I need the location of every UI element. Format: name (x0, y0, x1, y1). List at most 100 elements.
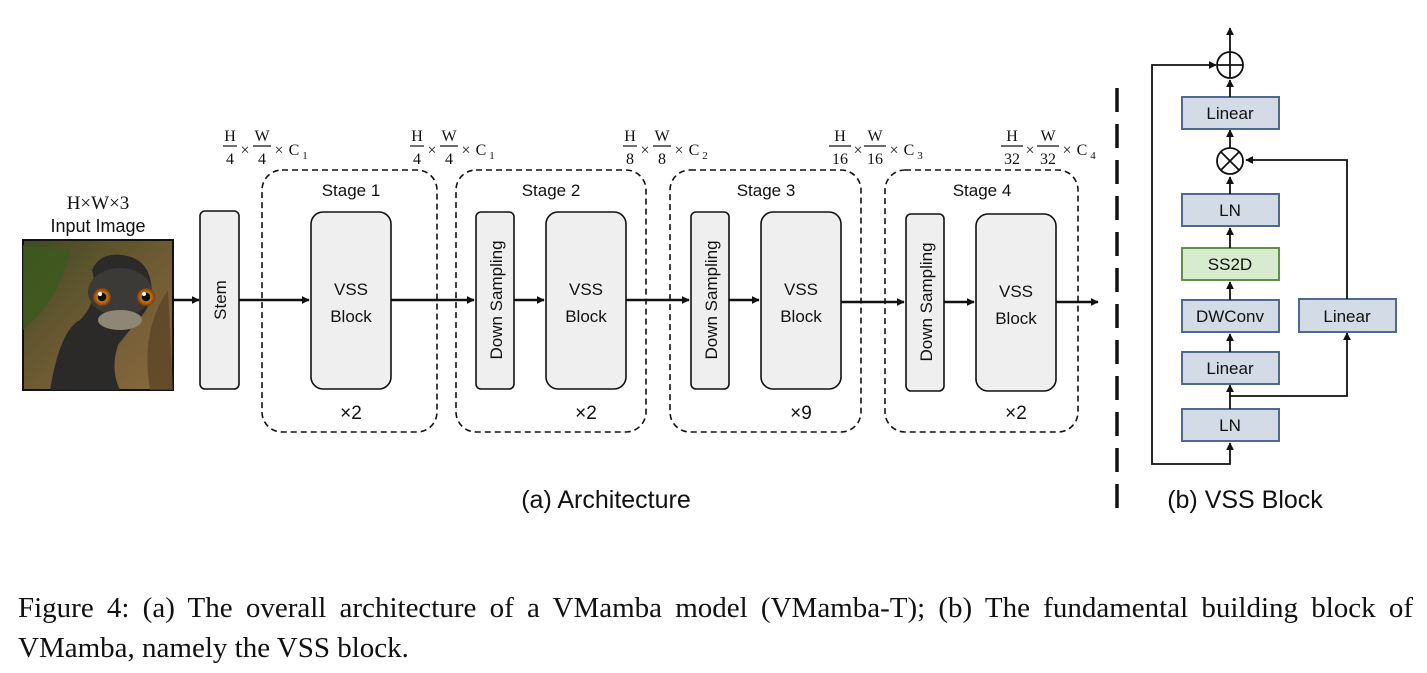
stage-2-title: Stage 2 (522, 181, 581, 200)
svg-text:×: × (240, 142, 249, 159)
svg-text:H: H (411, 128, 423, 145)
input-size-label: H×W×3 (67, 193, 130, 214)
svg-text:×: × (274, 142, 283, 159)
multiply-icon (1216, 147, 1244, 175)
stage-4: Stage 4 Down Sampling VSS Block ×2 (884, 169, 1079, 433)
stem-label: Stem (211, 280, 230, 320)
linear-top-label: Linear (1206, 104, 1254, 123)
dim-label-2: H 4 × W 4 × C 1 (410, 128, 495, 168)
dwconv-label: DWConv (1196, 307, 1265, 326)
stage-4-repeat: ×2 (1005, 403, 1027, 424)
stage-4-vss-label-line1: VSS (999, 282, 1033, 301)
svg-text:1: 1 (489, 150, 495, 162)
svg-text:C: C (904, 142, 915, 159)
svg-text:H: H (624, 128, 636, 145)
stage-4-title: Stage 4 (953, 181, 1012, 200)
snake-photo-icon (22, 239, 174, 391)
svg-text:3: 3 (917, 150, 923, 162)
stage-2-vss-label-line2: Block (565, 307, 607, 326)
linear-branch-block (1298, 298, 1397, 333)
svg-text:H: H (1006, 128, 1018, 145)
svg-text:1: 1 (302, 150, 308, 162)
ln-mid-block (1181, 193, 1280, 227)
vss-block-detail: LN Linear DWConv SS2D LN Linear (1151, 27, 1397, 514)
svg-text:C: C (1077, 142, 1088, 159)
svg-text:W: W (867, 128, 883, 145)
svg-text:H: H (834, 128, 846, 145)
architecture-label: (a) Architecture (521, 486, 691, 514)
svg-text:4: 4 (1090, 150, 1096, 162)
svg-text:×: × (461, 142, 470, 159)
stage-3-repeat: ×9 (790, 403, 812, 424)
svg-text:32: 32 (1040, 151, 1056, 168)
stage-1-vss-label-line2: Block (330, 307, 372, 326)
svg-text:W: W (441, 128, 457, 145)
dwconv-block (1181, 299, 1280, 333)
stage-2-downsampling-label: Down Sampling (487, 240, 506, 359)
linear-branch-label: Linear (1323, 307, 1371, 326)
ln-bottom-label: LN (1219, 416, 1241, 435)
stage-4-downsampling-label: Down Sampling (917, 242, 936, 361)
linear-bottom-block (1181, 351, 1280, 385)
svg-text:×: × (1062, 142, 1071, 159)
input-image-label: Input Image (50, 216, 145, 236)
ln-bottom-block (1181, 408, 1280, 442)
stage-3-vss-label-line1: VSS (784, 280, 818, 299)
svg-text:C: C (689, 142, 700, 159)
svg-text:W: W (254, 128, 270, 145)
svg-text:2: 2 (702, 150, 708, 162)
branch-arrow-to-multiply (1245, 156, 1348, 299)
dim-label-4: H 16 × W 16 × C 3 (829, 128, 923, 168)
figure-caption: Figure 4: (a) The overall architecture o… (18, 592, 1413, 664)
dim-label-3: H 8 × W 8 × C 2 (623, 128, 708, 168)
skip-connection-arrow (1151, 61, 1231, 465)
stage-2-vss-label-line1: VSS (569, 280, 603, 299)
svg-text:4: 4 (226, 151, 234, 168)
svg-text:×: × (889, 142, 898, 159)
add-icon (1216, 51, 1244, 79)
stage-2-repeat: ×2 (575, 403, 597, 424)
svg-text:×: × (1025, 142, 1034, 159)
svg-text:H: H (224, 128, 236, 145)
stage-1: Stage 1 VSS Block ×2 (261, 169, 438, 433)
linear-bottom-label: Linear (1206, 359, 1254, 378)
stage-3-downsampling-label: Down Sampling (702, 240, 721, 359)
stage-3-vss-label-line2: Block (780, 307, 822, 326)
svg-text:×: × (853, 142, 862, 159)
svg-text:×: × (640, 142, 649, 159)
svg-text:4: 4 (445, 151, 453, 168)
svg-text:4: 4 (258, 151, 266, 168)
ss2d-label: SS2D (1208, 255, 1252, 274)
svg-text:C: C (289, 142, 300, 159)
linear-top-block (1181, 96, 1280, 130)
ss2d-block (1181, 247, 1280, 281)
stage-4-vss-block (975, 213, 1057, 392)
svg-text:16: 16 (832, 151, 848, 168)
vss-block-label: (b) VSS Block (1167, 486, 1323, 514)
svg-text:C: C (476, 142, 487, 159)
stage-2-vss-block (545, 211, 627, 390)
stage-4-vss-label-line2: Block (995, 309, 1037, 328)
stage-1-vss-label-line1: VSS (334, 280, 368, 299)
ln-mid-label: LN (1219, 201, 1241, 220)
svg-text:8: 8 (658, 151, 666, 168)
svg-text:4: 4 (413, 151, 421, 168)
stage-1-repeat: ×2 (340, 403, 362, 424)
dim-label-1: H 4 × W 4 × C 1 (223, 128, 308, 168)
stage-3-title: Stage 3 (737, 181, 796, 200)
stage-3-vss-block (760, 211, 842, 390)
stage-1-vss-block (310, 211, 392, 390)
stage-1-title: Stage 1 (322, 181, 381, 200)
branch-arrow-to-linear (1230, 332, 1351, 397)
svg-text:8: 8 (626, 151, 634, 168)
svg-text:16: 16 (867, 151, 883, 168)
svg-text:W: W (1040, 128, 1056, 145)
svg-text:×: × (674, 142, 683, 159)
svg-text:×: × (427, 142, 436, 159)
stage-2: Stage 2 Down Sampling VSS Block ×2 (455, 169, 647, 433)
stage-3: Stage 3 Down Sampling VSS Block ×9 (669, 169, 862, 433)
dim-label-5: H 32 × W 32 × C 4 (1001, 128, 1096, 168)
svg-text:32: 32 (1004, 151, 1020, 168)
svg-text:W: W (654, 128, 670, 145)
